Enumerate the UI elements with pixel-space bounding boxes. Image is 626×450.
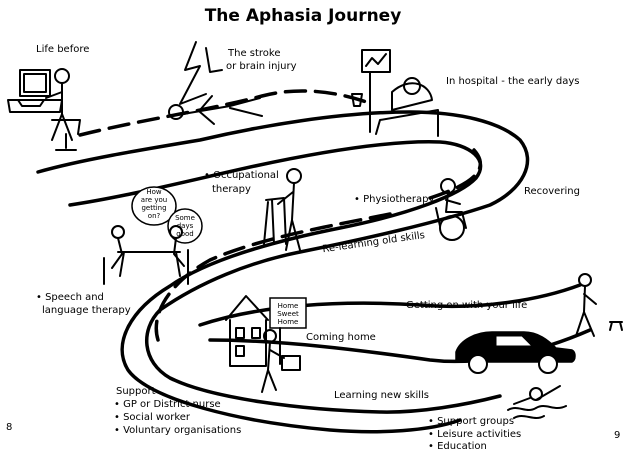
label-relearning: Re-learning old skills <box>322 230 426 255</box>
home-sign-line2: Sweet <box>277 310 299 318</box>
computer-user-icon <box>7 68 81 151</box>
bubble-right-line2: days <box>177 222 194 230</box>
label-recovering: Recovering <box>524 186 580 197</box>
support-item: • GP or District nurse <box>114 399 221 410</box>
conversation-table-icon: How are you getting on? Some days good <box>103 186 203 285</box>
groups-item: • Leisure activities <box>428 429 521 440</box>
car-icon <box>455 331 576 374</box>
swimmer-icon <box>507 385 567 419</box>
support-heading: Support <box>116 386 156 397</box>
bubble-left-line1: How <box>146 188 162 196</box>
groups-item: • Support groups <box>428 416 514 427</box>
page-number-left: 8 <box>6 422 12 433</box>
bubble-right-line3: good <box>176 230 193 238</box>
bubble-left-line4: on? <box>148 212 161 220</box>
home-sign-line3: Home <box>278 318 299 326</box>
home-sign-line1: Home <box>278 302 299 310</box>
label-stroke-line1: The stroke <box>227 48 281 59</box>
label-stroke-line2: or brain injury <box>226 61 297 72</box>
wheelchair-icon <box>435 178 467 241</box>
walker-with-dog-icon <box>575 273 623 337</box>
page-number-right: 9 <box>614 430 620 441</box>
label-speech-line1: • Speech and <box>36 292 104 303</box>
bubble-left-line3: getting <box>141 204 166 212</box>
diagram-title: The Aphasia Journey <box>205 6 402 26</box>
label-coming-home: Coming home <box>306 332 376 343</box>
label-hospital: In hospital - the early days <box>446 76 580 87</box>
label-occupational-line2: therapy <box>212 184 251 195</box>
support-item: • Voluntary organisations <box>114 425 241 436</box>
label-occupational-line1: • Occupational <box>204 170 279 181</box>
groups-item: • Education <box>428 441 487 450</box>
label-learning-new: Learning new skills <box>334 390 429 401</box>
journey-road <box>36 89 592 434</box>
support-item: • Social worker <box>114 412 191 423</box>
walking-frame-icon <box>263 168 302 251</box>
bubble-left-line2: are you <box>141 196 167 204</box>
label-life-before: Life before <box>36 44 89 55</box>
hospital-bed-icon <box>351 49 439 137</box>
lightning-bolt-icon <box>179 41 223 105</box>
house-icon: Home Sweet Home <box>225 295 307 393</box>
fallen-person-icon <box>168 95 263 125</box>
label-physiotherapy: • Physiotherapy <box>354 194 434 205</box>
label-getting-on: Getting on with your life <box>406 300 527 311</box>
label-speech-line2: language therapy <box>42 305 131 316</box>
bubble-right-line1: Some <box>175 214 195 222</box>
